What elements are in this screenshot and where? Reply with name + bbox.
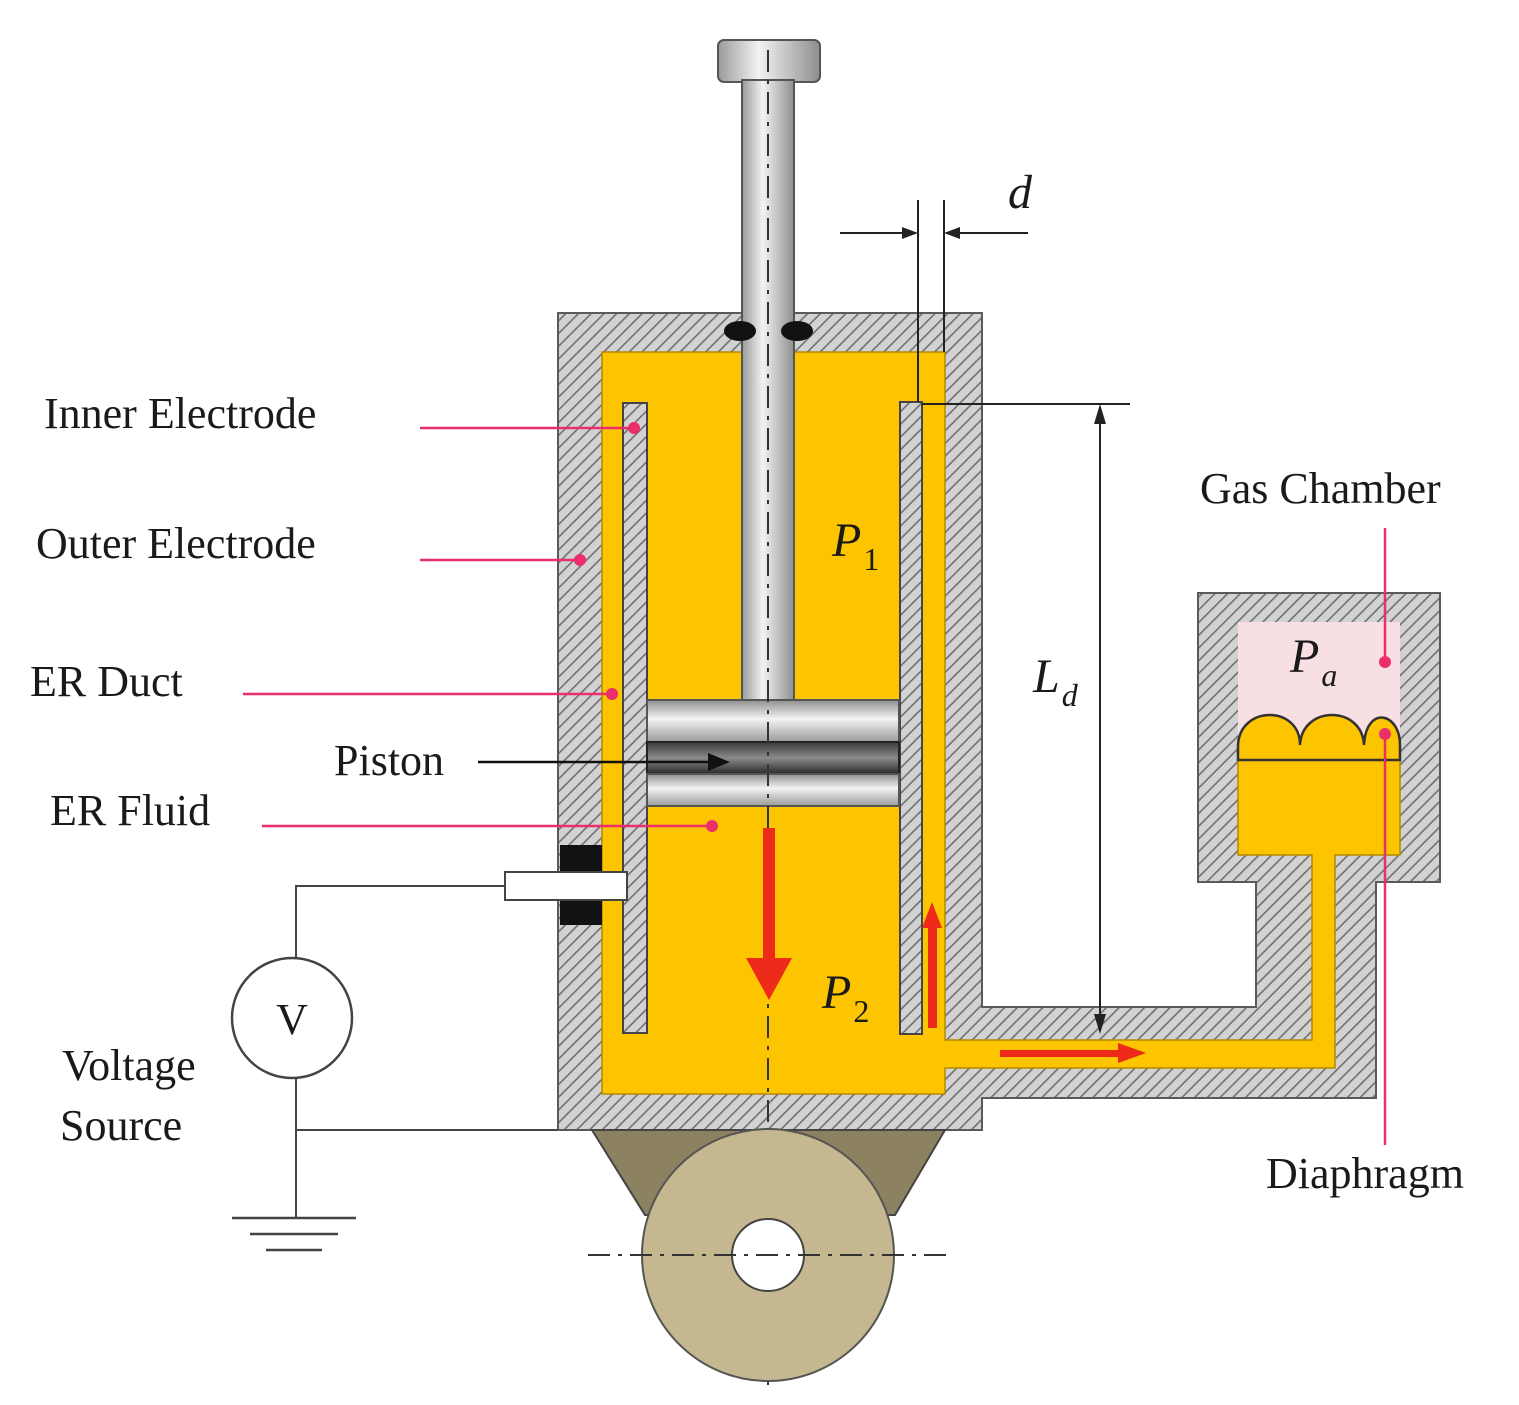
piston-band xyxy=(646,741,900,775)
seal-right xyxy=(781,321,813,341)
label-er-duct: ER Duct xyxy=(30,657,183,706)
flow-arrows xyxy=(746,828,1146,1063)
d-arrow-right xyxy=(944,227,960,239)
gas-chamber-pointer-dot xyxy=(1379,656,1391,668)
label-inner-electrode: Inner Electrode xyxy=(44,389,316,438)
bottom-mount xyxy=(588,1128,950,1382)
electrode-terminal xyxy=(504,871,628,901)
seal-left xyxy=(724,321,756,341)
duct-length-symbol: Ld xyxy=(1032,650,1079,713)
diaphragm-pointer-dot xyxy=(1379,728,1391,740)
d-arrow-left xyxy=(902,227,918,239)
duct-right-arrow-shaft xyxy=(1000,1050,1122,1057)
voltmeter-symbol: V xyxy=(276,995,308,1044)
pressure-p2-symbol: P2 xyxy=(821,966,869,1029)
label-piston: Piston xyxy=(334,736,444,785)
pressure-p1-symbol: P1 xyxy=(831,514,879,577)
inner-electrode-plate xyxy=(622,402,648,1034)
down-flow-arrow-shaft xyxy=(763,828,775,960)
pressure-pa-symbol: Pa xyxy=(1289,630,1337,693)
label-pointers xyxy=(243,422,1391,1145)
wire-to-terminal xyxy=(295,885,505,982)
label-outer-electrode: Outer Electrode xyxy=(36,519,316,568)
ld-arrow-top xyxy=(1094,404,1106,424)
label-voltage-line2: Source xyxy=(60,1101,182,1150)
duct-partition-wall xyxy=(899,401,923,1035)
electrical-circuit: V xyxy=(230,845,628,1252)
duct-right-arrow-head xyxy=(1118,1043,1146,1063)
label-er-fluid: ER Fluid xyxy=(50,786,210,835)
ld-arrow-bottom xyxy=(1094,1014,1106,1034)
terminal-insulator-top xyxy=(560,845,602,875)
down-flow-arrow-head xyxy=(746,958,792,1000)
diaphragm-membrane xyxy=(1236,713,1402,762)
piston-pointer-arrow xyxy=(708,753,730,771)
label-diaphragm: Diaphragm xyxy=(1266,1149,1464,1198)
dimension-marks: d Ld xyxy=(840,166,1130,1034)
duct-up-arrow-shaft xyxy=(928,920,937,1028)
piston-head-bottom xyxy=(646,773,900,807)
inner-electrode-pointer-dot xyxy=(628,422,640,434)
piston-head-top xyxy=(646,699,900,743)
label-voltage-line1: Voltage xyxy=(62,1041,196,1090)
label-gas-chamber: Gas Chamber xyxy=(1200,464,1441,513)
gap-symbol-d: d xyxy=(1008,166,1033,219)
outer-electrode-pointer-dot xyxy=(574,554,586,566)
er-duct-pointer-dot xyxy=(606,688,618,700)
er-fluid-pointer-dot xyxy=(706,820,718,832)
voltmeter-circle xyxy=(230,956,354,1080)
duct-up-arrow-head xyxy=(922,902,942,928)
